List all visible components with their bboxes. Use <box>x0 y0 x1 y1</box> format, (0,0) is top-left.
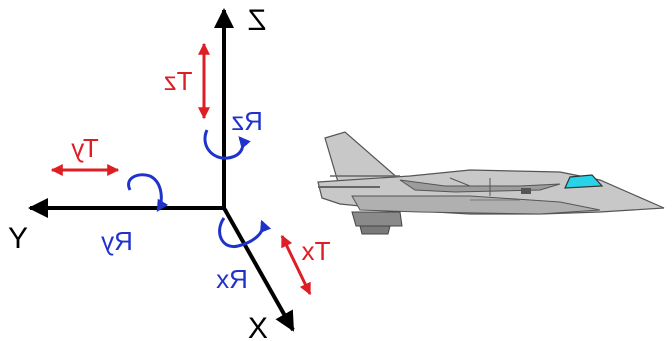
tx-arrow <box>280 234 312 296</box>
ry-arrow <box>127 173 169 213</box>
tz-label: Tz <box>164 66 193 96</box>
x-axis-label: X <box>248 312 268 341</box>
rz-arrow <box>203 129 251 160</box>
tx-label: Tx <box>302 236 331 266</box>
ry-label: Ry <box>101 226 133 256</box>
x-axis <box>222 207 295 332</box>
z-axis-label: Z <box>248 4 266 37</box>
rx-label: Rx <box>216 264 248 294</box>
ty-label: Ty <box>71 133 98 163</box>
rz-label: Rz <box>231 106 263 136</box>
fighter-jet-icon <box>317 131 665 235</box>
y-axis-label: Y <box>8 222 28 255</box>
rx-arrow <box>218 217 272 249</box>
